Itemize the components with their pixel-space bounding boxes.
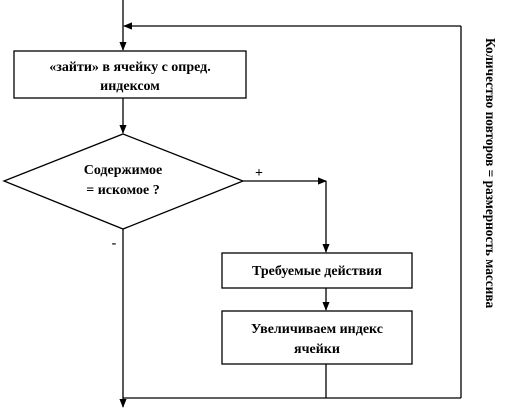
decision-line1: Содержимое — [84, 163, 163, 178]
step-enter-cell: «зайти» в ячейку с опред. индексом — [13, 50, 247, 99]
step-enter-cell-box — [13, 50, 247, 99]
step-enter-cell-line2: индексом — [100, 79, 160, 94]
step-increment-index-line1: Увеличиваем индекс — [251, 322, 383, 337]
step-increment-index-line2: ячейки — [294, 342, 340, 357]
step-required-actions-label: Требуемые действия — [252, 264, 382, 279]
step-increment-index: Увеличиваем индекс ячейки — [221, 310, 413, 365]
step-required-actions: Требуемые действия — [221, 252, 413, 289]
decision-diamond — [2, 133, 245, 230]
step-enter-cell-line1: «зайти» в ячейку с опред. — [49, 60, 211, 75]
connectors — [119, 0, 462, 408]
decision-line2: = искомое ? — [86, 183, 159, 198]
step-required-actions-box — [221, 252, 413, 289]
decision-content-match: Содержимое = искомое ? — [2, 133, 245, 230]
yes-branch-label: + — [255, 166, 263, 181]
loop-count-side-label: Количество повторов = размерность массив… — [483, 38, 498, 308]
step-increment-index-box — [221, 310, 413, 365]
no-branch-label: - — [112, 236, 117, 251]
